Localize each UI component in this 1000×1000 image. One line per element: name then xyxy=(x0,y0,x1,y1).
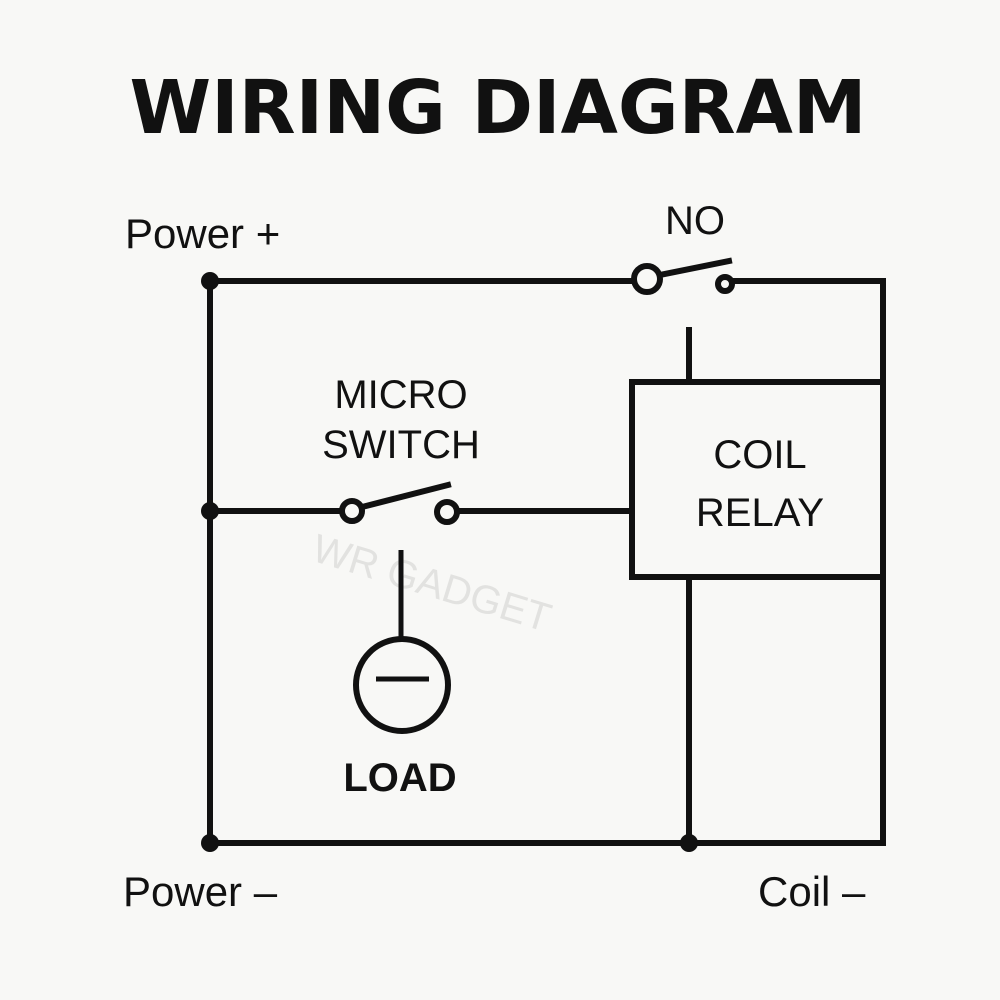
diagram-title: WIRING DIAGRAM xyxy=(130,65,867,151)
junction-micro-switch xyxy=(201,502,219,520)
no-switch-blade xyxy=(656,257,733,279)
micro-switch-blade xyxy=(358,481,452,511)
micro-switch-terminal-right xyxy=(434,499,460,525)
power-minus-label: Power – xyxy=(123,868,278,915)
micro-switch-terminal-left xyxy=(339,498,365,524)
no-switch-symbol xyxy=(631,257,735,295)
no-contact-label: NO xyxy=(665,199,725,243)
relay-label-line2: RELAY xyxy=(696,491,824,535)
load-symbol xyxy=(353,636,451,734)
junction-coil-minus xyxy=(680,834,698,852)
micro-switch-label-line2: SWITCH xyxy=(322,423,480,467)
coil-relay-box xyxy=(629,379,886,580)
watermark: WR GADGET xyxy=(307,527,556,641)
micro-switch-symbol xyxy=(339,481,460,525)
power-plus-label: Power + xyxy=(125,210,280,257)
junction-power-minus xyxy=(201,834,219,852)
relay-label-line1: COIL xyxy=(713,433,806,477)
micro-switch-label-line1: MICRO xyxy=(334,373,467,417)
coil-minus-label: Coil – xyxy=(758,868,866,915)
junction-power-plus xyxy=(201,272,219,290)
load-label: LOAD xyxy=(343,756,456,800)
no-switch-terminal-left xyxy=(631,263,663,295)
no-switch-terminal-right xyxy=(715,274,735,294)
